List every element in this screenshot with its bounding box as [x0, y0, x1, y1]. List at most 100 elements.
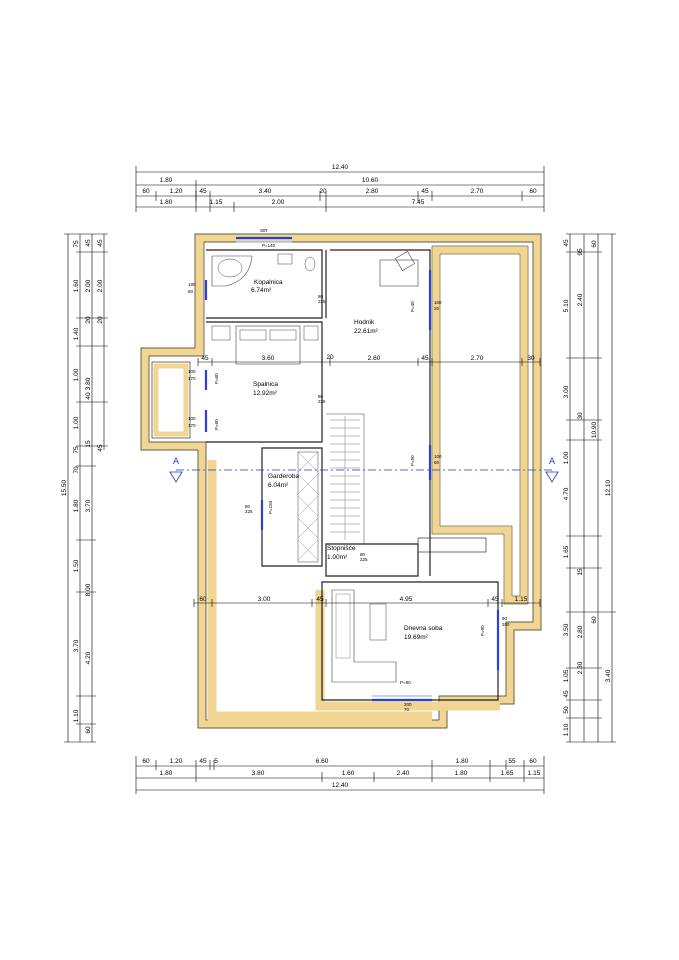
bathtub-icon: [211, 255, 253, 287]
dim-left-c1-10: 1.10: [73, 709, 80, 722]
dim-left-c1-0: 75: [73, 240, 80, 248]
dim-bot-r1-3: 5: [214, 758, 218, 765]
sink-icon: [277, 253, 293, 265]
dim-bot-r2-6: 1.15: [528, 770, 541, 777]
dim-top-r3-1: 1.20: [170, 188, 183, 195]
tag-p40: P=40: [410, 301, 415, 312]
dim-top-r3-2: 45: [199, 188, 207, 195]
dim-in-a-1: 3.60: [262, 355, 275, 362]
dim-bot-r2-4: 1.80: [455, 770, 468, 777]
dim-in-b-2: 45: [316, 596, 324, 603]
dim-right-c3-2: 3.40: [605, 669, 612, 682]
tag-140: 100: [434, 300, 442, 305]
tag-p60a: P=60: [214, 373, 219, 384]
dim-in-a-3: 2.60: [368, 355, 381, 362]
sofa-icon: [331, 589, 397, 683]
insulation-band: [140, 233, 542, 729]
dim-left-c1-1: 1.60: [73, 279, 80, 292]
tag-225a: 225: [318, 299, 326, 304]
dim-top-r2-0: 1.80: [160, 177, 173, 184]
interior-walls: [206, 249, 499, 701]
room-area-hodnik: 22.61m²: [354, 328, 379, 335]
section-line-a: A A: [169, 456, 559, 483]
dim-top-r2-1: 10.60: [362, 177, 379, 184]
dim-in-b-3: 4.95: [400, 596, 413, 603]
dim-right-c2-2: 30: [577, 412, 584, 420]
dim-right-c2-3: 15: [577, 568, 584, 576]
dim-right-c3-1: 60: [591, 616, 598, 624]
tag-100b: 100: [188, 416, 196, 421]
dim-right-c1-3: 1.00: [563, 451, 570, 464]
dim-left-c1-7: 1.80: [73, 499, 80, 512]
dim-bot-r2-0: 1.80: [160, 770, 173, 777]
dim-right-c1-9: 50: [563, 706, 570, 714]
dim-left-c2-6: 3.70: [85, 499, 92, 512]
dim-right-c1-10: 1.10: [563, 723, 570, 736]
dim-right-c1-7: 1.05: [563, 669, 570, 682]
dim-in-b-0: 60: [199, 596, 207, 603]
room-name-dnevna: Dnevna soba: [404, 625, 443, 632]
dim-left-c3-0: 45: [97, 239, 104, 247]
dim-left-c2-4: 40: [85, 392, 92, 400]
tag-60: 60: [188, 289, 194, 294]
opening-tags: SIR P=140 180 60 100 170 100 170 P=60 P=…: [188, 228, 510, 712]
dim-in-a-5: 2.70: [471, 355, 484, 362]
tag-80d: 80: [360, 552, 366, 557]
dim-bot-r1-1: 1.20: [170, 758, 183, 765]
dim-left-c2-3: 3.80: [85, 377, 92, 390]
section-label-left: A: [173, 456, 179, 466]
tag-60b: 60: [434, 460, 440, 465]
dim-top-r4-1: 1.15: [210, 199, 223, 206]
dim-bot-r2-3: 2.40: [397, 770, 410, 777]
dim-left-c2-2: 20: [85, 316, 92, 324]
desk-icon: [379, 259, 419, 287]
dim-bot-r1-0: 60: [142, 758, 150, 765]
dim-right-c1-1: 5.10: [563, 299, 570, 312]
top-dimensions: 12.40 1.80 10.60 60 1.20 45 3.40 20 2.80…: [135, 164, 545, 212]
dim-top-r3-0: 60: [142, 188, 150, 195]
dim-right-c1-5: 1.65: [563, 545, 570, 558]
dim-bot-r1-5: 1.80: [456, 758, 469, 765]
room-area-spalnica: 12.92m²: [253, 390, 278, 397]
room-name-kopalnica: Kopalnica: [254, 279, 283, 286]
dim-in-a-0: 45: [201, 355, 209, 362]
dim-right-c1-0: 45: [563, 239, 570, 247]
dim-right-c1-6: 3.50: [563, 623, 570, 636]
tag-p90a: P=90: [480, 625, 485, 636]
room-name-garderoba: Garderoba: [268, 473, 299, 480]
tag-80a: 80: [318, 294, 324, 299]
dim-in-b-1: 3.00: [258, 596, 271, 603]
dim-left-c2-9: 60: [85, 726, 92, 734]
dim-left-c2-5: 15: [85, 440, 92, 448]
dim-top-r4-0: 1.80: [160, 199, 173, 206]
tag-170a: 170: [188, 376, 196, 381]
dim-bot-r1-7: 60: [529, 758, 537, 765]
tag-80c: 80: [245, 504, 251, 509]
dim-top-overall: 12.40: [332, 164, 349, 171]
dim-top-r3-4: 20: [319, 188, 327, 195]
dim-left-c3-1: 2.00: [97, 279, 104, 292]
tag-p50: P=50: [410, 455, 415, 466]
tag-p140: P=140: [262, 243, 276, 248]
right-dimensions: 12.10 10.90 45 5.10 3.00 1.00 4.70 1.65 …: [563, 233, 616, 743]
dim-left-c2-8: 4.20: [85, 651, 92, 664]
tag-225b: 225: [318, 399, 326, 404]
windows: [204, 236, 500, 702]
dim-left-c1-3: 1.00: [73, 368, 80, 381]
dim-in-a-2: 20: [326, 354, 334, 361]
chair-icon: [395, 251, 415, 271]
dim-in-a-6: 30: [527, 355, 535, 362]
building-outline: [140, 233, 542, 729]
dim-left-c1-4: 1.00: [73, 416, 80, 429]
room-area-garderoba: 6.04m²: [268, 482, 289, 489]
dim-right-c2-4: 2.80: [577, 625, 584, 638]
dim-left-c1-5: 75: [73, 446, 80, 454]
dim-bot-overall: 12.40: [332, 782, 349, 789]
toilet-icon: [304, 256, 316, 272]
tag-p90b: P=90: [400, 680, 411, 685]
dim-bot-r2-5: 1.65: [501, 770, 514, 777]
room-area-kopalnica: 6.74m²: [251, 287, 272, 294]
tag-210: 200: [404, 702, 412, 707]
tag-200: 200: [502, 622, 510, 627]
